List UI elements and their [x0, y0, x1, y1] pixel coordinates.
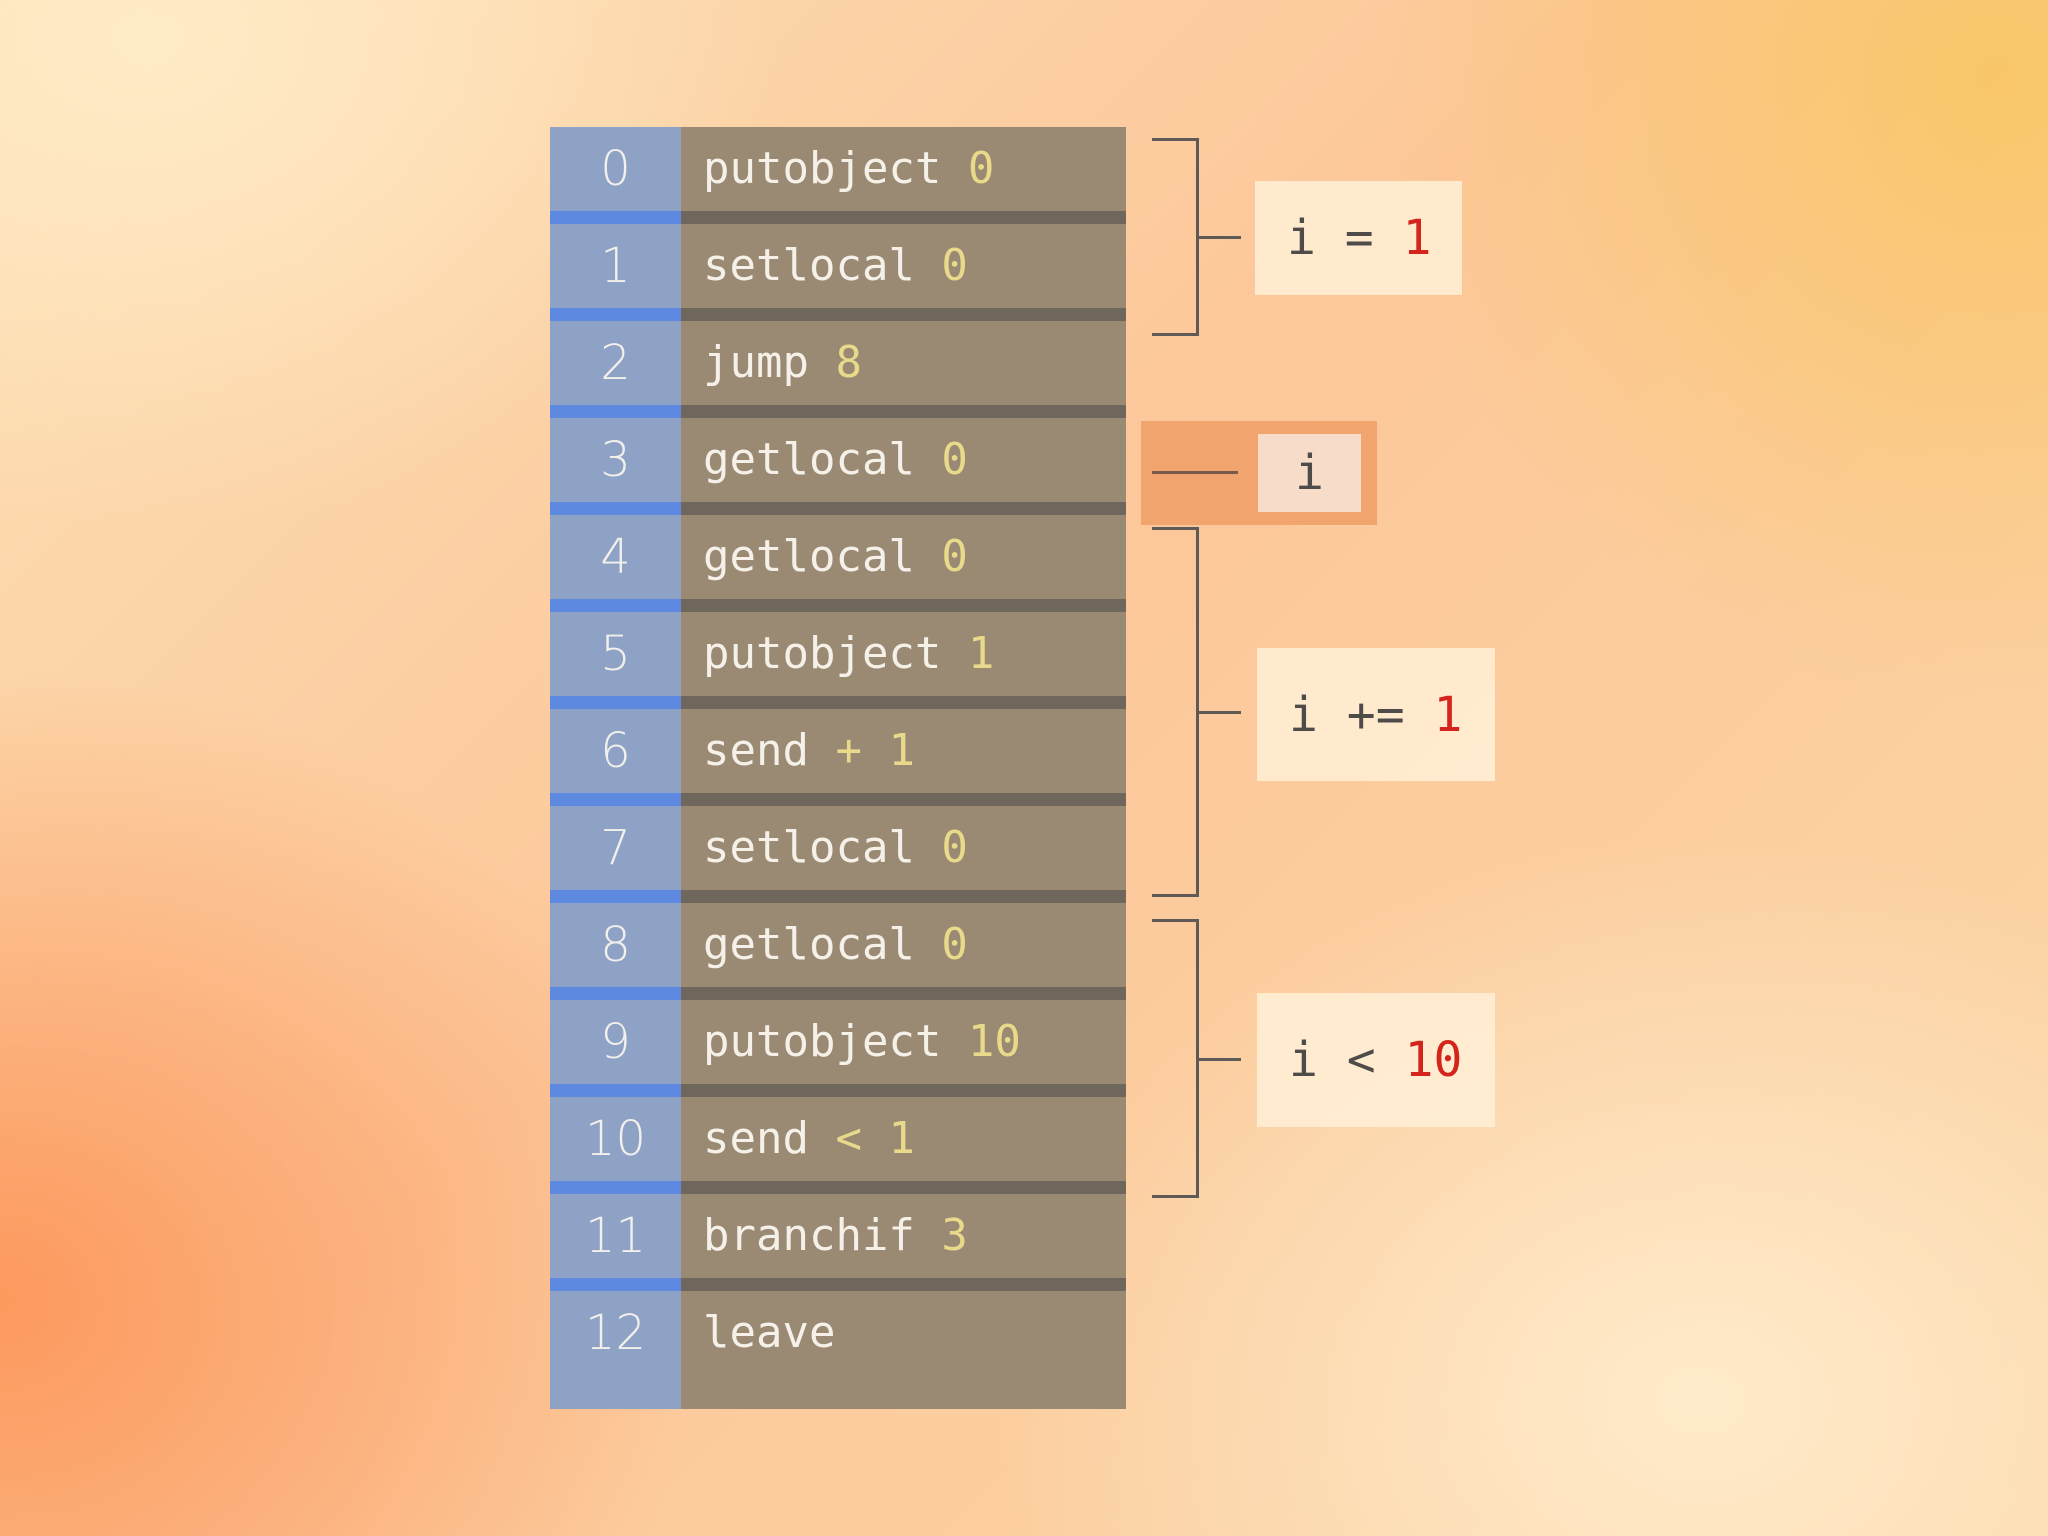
opcode: send — [703, 725, 809, 776]
instruction-index: 3 — [550, 418, 681, 515]
opcode: send — [703, 1113, 809, 1164]
instruction-index: 8 — [550, 903, 681, 1000]
opcode: setlocal — [703, 240, 915, 291]
annotation-compare-lhs: i < — [1289, 1032, 1405, 1088]
instruction-cell: setlocal 0 — [681, 806, 1126, 903]
instruction-cell: getlocal 0 — [681, 903, 1126, 1000]
instruction-row: 2 jump 8 — [550, 321, 1126, 418]
annotation-compare: i < 10 — [1257, 993, 1495, 1127]
instruction-index: 6 — [550, 709, 681, 806]
operand: < 1 — [835, 1113, 915, 1164]
instruction-cell: leave — [681, 1291, 1126, 1409]
instruction-cell: send + 1 — [681, 709, 1126, 806]
operand: 0 — [941, 919, 968, 970]
instruction-index: 4 — [550, 515, 681, 612]
opcode: jump — [703, 337, 809, 388]
opcode: getlocal — [703, 434, 915, 485]
opcode: leave — [703, 1307, 836, 1358]
instruction-index: 9 — [550, 1000, 681, 1097]
annotation-increment: i += 1 — [1257, 648, 1495, 781]
instruction-index: 10 — [550, 1097, 681, 1194]
instruction-cell: putobject 10 — [681, 1000, 1126, 1097]
instruction-index: 2 — [550, 321, 681, 418]
instruction-row: 12 leave — [550, 1291, 1126, 1409]
variable-connector — [1152, 471, 1238, 474]
opcode: branchif — [703, 1210, 915, 1261]
instruction-cell: setlocal 0 — [681, 224, 1126, 321]
bracket-increment-tick — [1199, 711, 1241, 714]
instruction-cell: putobject 0 — [681, 127, 1126, 224]
instruction-row: 0 putobject 0 — [550, 127, 1126, 224]
instruction-cell: getlocal 0 — [681, 515, 1126, 612]
opcode: putobject — [703, 1016, 942, 1067]
instruction-row: 7 setlocal 0 — [550, 806, 1126, 903]
instruction-cell: putobject 1 — [681, 612, 1126, 709]
instruction-cell: jump 8 — [681, 321, 1126, 418]
instruction-cell: send < 1 — [681, 1097, 1126, 1194]
instruction-index: 7 — [550, 806, 681, 903]
instruction-row: 11 branchif 3 — [550, 1194, 1126, 1291]
operand: 10 — [967, 1016, 1021, 1067]
instruction-index: 12 — [550, 1291, 681, 1409]
operand: 0 — [941, 822, 968, 873]
instruction-index: 11 — [550, 1194, 681, 1291]
instruction-index: 0 — [550, 127, 681, 224]
operand: 0 — [941, 531, 968, 582]
instruction-row: 4 getlocal 0 — [550, 515, 1126, 612]
instruction-row: 5 putobject 1 — [550, 612, 1126, 709]
instruction-row: 3 getlocal 0 — [550, 418, 1126, 515]
opcode: getlocal — [703, 919, 915, 970]
bracket-compare — [1152, 919, 1199, 1198]
instruction-cell: getlocal 0 — [681, 418, 1126, 515]
annotation-assign-lhs: i = — [1287, 210, 1403, 266]
instruction-row: 9 putobject 10 — [550, 1000, 1126, 1097]
operand: 0 — [967, 143, 995, 194]
instruction-row: 1 setlocal 0 — [550, 224, 1126, 321]
opcode: putobject — [703, 628, 942, 679]
instruction-row: 8 getlocal 0 — [550, 903, 1126, 1000]
bracket-assign-tick — [1199, 236, 1241, 239]
operand: + 1 — [835, 725, 915, 776]
annotation-assign-num: 1 — [1402, 210, 1432, 266]
variable-highlight: i — [1141, 421, 1377, 525]
annotation-assign: i = 1 — [1255, 181, 1462, 295]
instruction-cell: branchif 3 — [681, 1194, 1126, 1291]
opcode: getlocal — [703, 531, 915, 582]
annotation-increment-lhs: i += — [1289, 686, 1434, 743]
annotation-increment-num: 1 — [1433, 686, 1463, 743]
operand: 3 — [941, 1210, 968, 1261]
instruction-row: 6 send + 1 — [550, 709, 1126, 806]
bracket-increment — [1152, 527, 1199, 897]
opcode: setlocal — [703, 822, 915, 873]
annotation-compare-num: 10 — [1404, 1032, 1463, 1088]
bracket-compare-tick — [1199, 1058, 1241, 1061]
operand: 0 — [941, 240, 968, 291]
bracket-assign — [1152, 138, 1199, 336]
instruction-index: 5 — [550, 612, 681, 709]
variable-label: i — [1258, 434, 1361, 512]
operand: 0 — [941, 434, 968, 485]
opcode: putobject — [703, 143, 942, 194]
instruction-index: 1 — [550, 224, 681, 321]
instruction-row: 10 send < 1 — [550, 1097, 1126, 1194]
operand: 1 — [967, 628, 995, 679]
operand: 8 — [835, 337, 862, 388]
